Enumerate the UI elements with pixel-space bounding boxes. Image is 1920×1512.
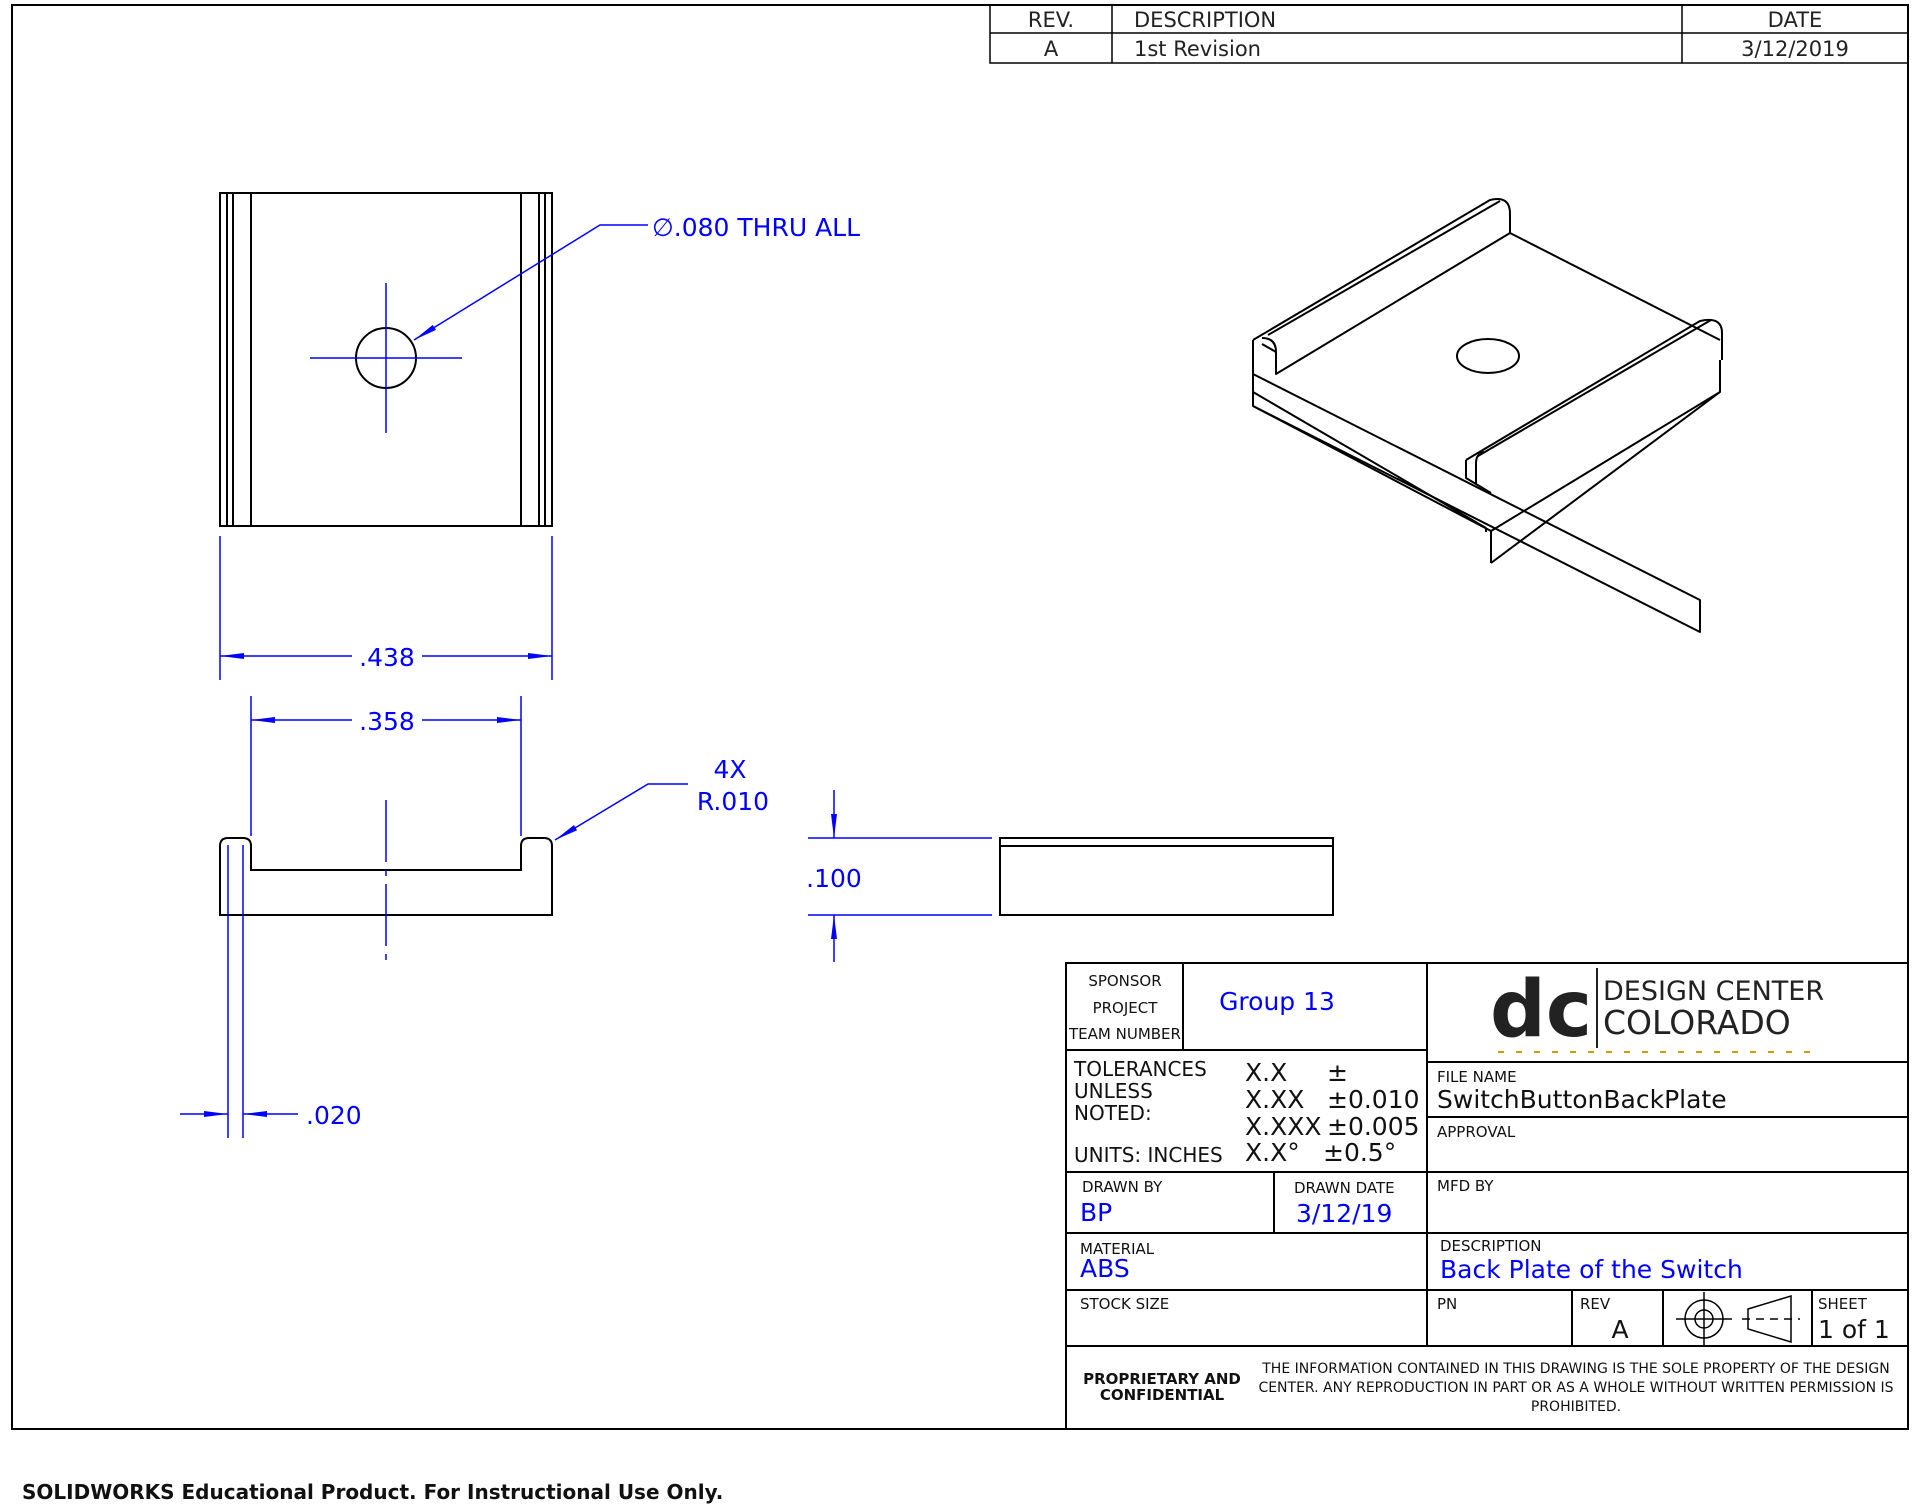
description-value: Back Plate of the Switch — [1440, 1255, 1743, 1284]
hole-callout: ∅.080 THRU ALL — [413, 213, 860, 341]
file-name-value: SwitchButtonBackPlate — [1437, 1085, 1727, 1114]
units-label: UNITS: INCHES — [1074, 1143, 1223, 1167]
tol-value-1: ± — [1327, 1058, 1348, 1087]
front-view — [219, 800, 553, 962]
proprietary-label-1: PROPRIETARY AND — [1083, 1370, 1241, 1388]
mfd-by-label: MFD BY — [1437, 1177, 1494, 1195]
rev-cell: A — [1044, 37, 1059, 61]
solidworks-footer: SOLIDWORKS Educational Product. For Inst… — [22, 1480, 724, 1504]
drawn-date-label: DRAWN DATE — [1294, 1179, 1395, 1197]
date-header: DATE — [1768, 8, 1823, 32]
outer-width-dimension: .438 — [219, 536, 553, 680]
drawn-by-label: DRAWN BY — [1082, 1178, 1163, 1196]
drawing-border — [11, 4, 1909, 1430]
fillet-callout: 4X R.010 — [554, 755, 769, 841]
inner-width-dimension: .358 — [250, 696, 522, 836]
height-dimension: .100 — [806, 790, 992, 962]
description-header: DESCRIPTION — [1134, 8, 1276, 32]
fillet-radius: R.010 — [697, 787, 769, 816]
revision-table: REV. DESCRIPTION DATE A 1st Revision 3/1… — [989, 4, 1909, 64]
tol-value-3: ±0.005 — [1327, 1112, 1420, 1141]
notice-line-1: THE INFORMATION CONTAINED IN THIS DRAWIN… — [1261, 1361, 1890, 1377]
date-cell: 3/12/2019 — [1741, 37, 1849, 61]
material-label: MATERIAL — [1080, 1240, 1155, 1258]
tol-format-1: X.X — [1245, 1058, 1287, 1087]
logo-line1: DESIGN CENTER — [1603, 976, 1824, 1007]
pn-label: PN — [1437, 1295, 1457, 1313]
top-view — [219, 192, 553, 527]
design-center-logo: dc DESIGN CENTER COLORADO — [1490, 965, 1824, 1055]
rev-label: REV — [1580, 1295, 1611, 1313]
sheet-label: SHEET — [1818, 1295, 1868, 1313]
noted-label: NOTED: — [1074, 1101, 1152, 1125]
tol-format-2: X.XX — [1245, 1085, 1304, 1114]
team-number-label: TEAM NUMBER — [1068, 1025, 1181, 1043]
outer-width-label: .438 — [359, 643, 415, 672]
hole-callout-text: ∅.080 THRU ALL — [652, 213, 860, 242]
sponsor-label: SPONSOR — [1088, 972, 1161, 990]
projection-symbol-icon — [1676, 1292, 1800, 1346]
tolerances-label: TOLERANCES — [1073, 1057, 1207, 1081]
file-name-label: FILE NAME — [1437, 1068, 1517, 1086]
description-cell: 1st Revision — [1134, 37, 1261, 61]
lip-thickness-dimension: .020 — [180, 845, 362, 1138]
unless-label: UNLESS — [1074, 1079, 1153, 1103]
height-label: .100 — [806, 864, 862, 893]
tol-value-2: ±0.010 — [1327, 1085, 1420, 1114]
drawn-by-value: BP — [1080, 1198, 1112, 1227]
stock-size-label: STOCK SIZE — [1080, 1295, 1169, 1313]
description-label: DESCRIPTION — [1440, 1237, 1542, 1255]
title-block: SPONSOR PROJECT TEAM NUMBER Group 13 dc … — [1065, 962, 1909, 1430]
inner-width-label: .358 — [359, 707, 415, 736]
rev-value: A — [1611, 1315, 1628, 1344]
notice-line-2: CENTER. ANY REPRODUCTION IN PART OR AS A… — [1258, 1380, 1893, 1396]
sheet-value: 1 of 1 — [1818, 1315, 1890, 1344]
lip-thickness-label: .020 — [306, 1101, 362, 1130]
isometric-view — [1252, 198, 1723, 633]
fillet-count: 4X — [713, 755, 746, 784]
logo-letters: dc — [1490, 965, 1592, 1055]
iso-hole — [1456, 338, 1520, 374]
notice-line-3: PROHIBITED. — [1531, 1399, 1621, 1415]
project-label: PROJECT — [1093, 999, 1159, 1017]
logo-line2: COLORADO — [1603, 1003, 1791, 1042]
tol-format-4: X.X° — [1245, 1138, 1300, 1167]
tol-format-3: X.XXX — [1245, 1112, 1321, 1141]
material-value: ABS — [1080, 1254, 1130, 1283]
approval-label: APPROVAL — [1437, 1123, 1516, 1141]
tol-value-4: ±0.5° — [1323, 1138, 1396, 1167]
team-number-value: Group 13 — [1219, 987, 1335, 1016]
proprietary-label-2: CONFIDENTIAL — [1100, 1386, 1225, 1404]
drawn-date-value: 3/12/19 — [1296, 1199, 1392, 1228]
side-view — [999, 837, 1334, 916]
rev-header: REV. — [1028, 8, 1074, 32]
